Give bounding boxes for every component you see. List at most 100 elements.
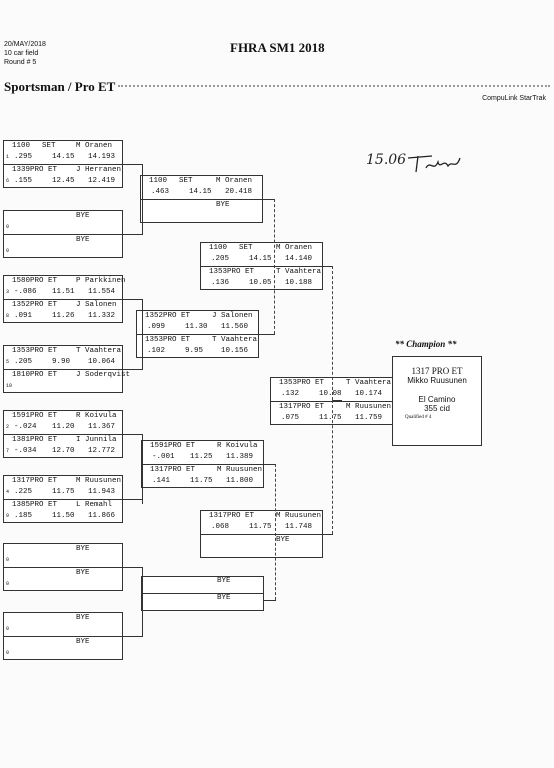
seed-number: 8: [6, 312, 10, 319]
driver-name: T Vaahtera: [276, 267, 322, 276]
result-row: 0: [4, 579, 122, 590]
entry-row: BYE: [141, 198, 262, 211]
champion-driver: Mikko Ruusunen: [407, 376, 467, 385]
dial-time: 10.188: [285, 278, 313, 287]
driver-name: P Parkkinen: [76, 277, 126, 285]
class-code: SET: [42, 142, 56, 150]
reaction-time: .205: [14, 358, 33, 367]
bracket-line: [264, 600, 276, 601]
elapsed-time: 11.75: [190, 476, 213, 485]
result-row: 0: [4, 624, 122, 635]
dial-time: 11.748: [285, 523, 313, 532]
dial-time: 11.554: [88, 288, 116, 297]
reaction-time: .225: [14, 488, 33, 497]
entry-row: BYE: [142, 593, 263, 602]
champion-box: 1317 PRO ET Mikko Ruusunen El Camino 355…: [392, 356, 482, 446]
bracket-dash: [332, 400, 333, 534]
car-number: 1591PRO ET: [12, 412, 58, 420]
entry-row: BYE: [4, 233, 122, 246]
bracket-line: [123, 164, 143, 165]
driver-name: BYE: [76, 545, 90, 553]
result-row: [142, 585, 263, 593]
elapsed-time: 11.75: [52, 488, 75, 497]
bracket-line: [264, 464, 276, 465]
car-number: 1317PRO ET: [150, 465, 196, 474]
car-number: 1353PRO ET: [279, 379, 325, 387]
result-row: 0: [4, 648, 122, 659]
class-title: Sportsman / Pro ET: [4, 79, 116, 94]
driver-name: M Ruusunen: [76, 477, 122, 485]
elapsed-time: 9.90: [52, 358, 71, 367]
bracket-line: [142, 299, 143, 369]
driver-name: J Herranen: [76, 165, 122, 174]
driver-name: BYE: [217, 594, 231, 602]
entry-row: 1591PRO ET R Koivula: [4, 411, 122, 422]
bracket-line: [259, 334, 275, 335]
reaction-time: .102: [147, 346, 166, 355]
race-date: 20/MAY/2018: [4, 41, 46, 48]
reaction-time: -.024: [14, 423, 37, 432]
entry-row: BYE: [4, 635, 122, 648]
driver-name: BYE: [76, 637, 90, 646]
reaction-time: .141: [152, 476, 171, 485]
car-number: 1317PRO ET: [279, 402, 325, 411]
dial-time: 11.560: [221, 323, 249, 332]
result-row: [142, 602, 263, 610]
result-row: 10: [4, 381, 122, 392]
bracket-line: [323, 534, 333, 535]
result-row: [141, 211, 262, 222]
reaction-time: .132: [281, 390, 300, 399]
driver-name: M Oranen: [76, 142, 113, 150]
elapsed-time: 11.20: [52, 423, 75, 432]
car-number: 1100: [209, 244, 228, 252]
elapsed-time: 12.70: [52, 446, 75, 455]
champion-qualified: Qualified # 4: [405, 415, 432, 420]
reaction-time: .068: [211, 523, 230, 532]
seed-number: 10: [6, 382, 13, 389]
car-number: 1352PRO ET: [12, 300, 58, 309]
driver-name: BYE: [76, 235, 90, 244]
driver-name: BYE: [216, 200, 230, 209]
class-code: SET: [239, 244, 253, 252]
round-number: Round # 5: [4, 59, 37, 66]
car-number: 1353PRO ET: [209, 267, 255, 276]
elapsed-time: 14.15: [249, 255, 272, 264]
driver-name: M Ruusunen: [276, 512, 322, 520]
software-name: CompuLink StarTrak: [482, 95, 546, 102]
reaction-time: .099: [147, 323, 166, 332]
reaction-time: .136: [211, 278, 230, 287]
driver-name: R Koivula: [76, 412, 117, 420]
seed-number: 0: [6, 626, 10, 633]
driver-name: BYE: [76, 212, 90, 220]
seed-number: 4: [6, 489, 10, 496]
result-row: 0: [4, 222, 122, 233]
dial-time: 11.332: [88, 311, 116, 320]
bracket-line: [123, 636, 143, 637]
handwritten-signature: 15.06: [366, 152, 407, 168]
car-number: 1381PRO ET: [12, 435, 58, 444]
driver-name: BYE: [217, 577, 231, 585]
seed-number: 0: [6, 580, 10, 587]
